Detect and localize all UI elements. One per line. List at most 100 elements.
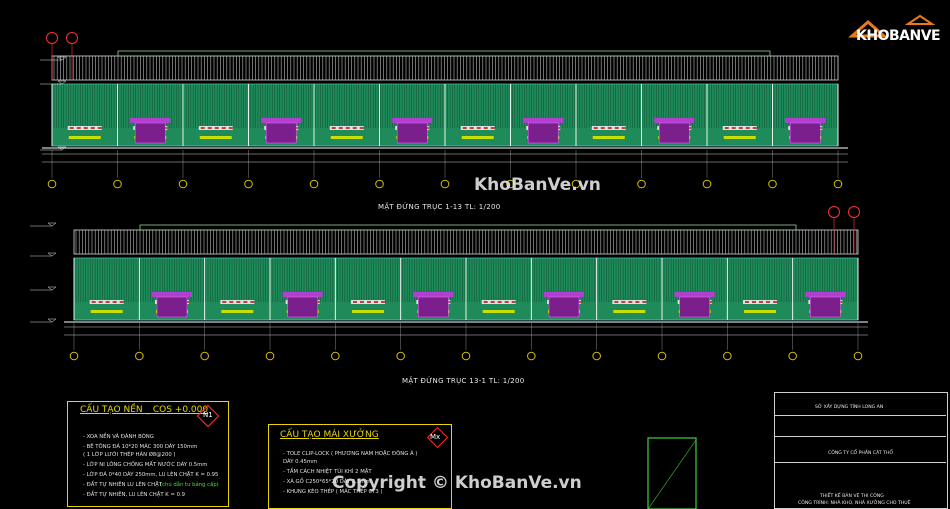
door-head xyxy=(413,292,454,297)
logo-text: KHOBANVE xyxy=(856,28,941,44)
axis-bubble xyxy=(331,351,340,361)
title-block-company: CÔNG TY CỔ PHẦN CÁT THỔ xyxy=(828,451,894,456)
axis-tag-icon xyxy=(46,32,58,44)
window-pane xyxy=(511,301,516,303)
roof-structure-title: CẤU TẠO MÁI XƯỞNG xyxy=(280,430,379,440)
window-pane xyxy=(724,127,729,129)
roof-monitor xyxy=(117,50,771,57)
axis-bubble xyxy=(461,351,471,361)
door-head xyxy=(785,118,826,123)
window-pane xyxy=(112,301,117,303)
window-pane xyxy=(97,127,102,129)
floor-note-2: - BÊ TÔNG ĐÁ 10*20 MÁC 300 DÀY 150mm xyxy=(83,444,198,450)
axis-bubble xyxy=(571,179,581,189)
roof-monitor xyxy=(139,224,797,231)
window-pane xyxy=(490,301,495,303)
window-pane xyxy=(83,127,88,129)
title-block-row xyxy=(774,436,946,463)
vent-strip xyxy=(461,136,494,139)
window-pane xyxy=(642,301,647,303)
window-pane xyxy=(214,127,219,129)
door-head xyxy=(544,292,584,297)
vent-strip xyxy=(744,310,776,313)
title-block-project: CÔNG TRÌNH: NHÀ KHO, NHÀ XƯỞNG CHO THUÊ xyxy=(798,501,911,506)
axis-bubble xyxy=(135,351,144,361)
window-pane xyxy=(483,301,488,303)
door-head xyxy=(282,292,323,297)
window-pane xyxy=(600,127,605,129)
window-pane xyxy=(614,301,619,303)
floor-note-3: ( 1 LỚP LƯỚI THÉP HÀN Ø8@200 ) xyxy=(83,452,176,458)
window-pane xyxy=(607,127,612,129)
vent-strip xyxy=(613,310,646,313)
axis-bubble xyxy=(788,351,797,361)
roller-door xyxy=(265,122,297,144)
roller-door xyxy=(810,296,841,318)
vent-strip xyxy=(592,136,625,139)
window-pane xyxy=(462,127,467,129)
roller-door xyxy=(679,296,710,318)
level-triangle-icon xyxy=(47,318,57,323)
level-triangle-icon xyxy=(47,286,57,291)
door-detail-diagonal xyxy=(647,439,697,509)
axis-bubble xyxy=(833,179,843,189)
window-pane xyxy=(359,127,364,129)
window-pane xyxy=(76,127,81,129)
vent-strip xyxy=(482,310,515,313)
door-head xyxy=(261,118,302,123)
window-pane xyxy=(228,127,233,129)
level-triangle-icon xyxy=(57,56,67,61)
window-pane xyxy=(628,301,633,303)
window-pane xyxy=(738,127,743,129)
axis-bubble xyxy=(527,351,536,361)
window-pane xyxy=(504,301,509,303)
window-pane xyxy=(222,301,227,303)
door-head xyxy=(654,118,695,123)
roof-outline xyxy=(51,55,839,81)
window-pane xyxy=(497,301,502,303)
door-head xyxy=(523,118,564,123)
vent-strip xyxy=(330,136,363,139)
door-head xyxy=(674,292,715,297)
axis-bubble xyxy=(637,179,646,189)
window-pane xyxy=(614,127,619,129)
roller-door xyxy=(527,122,559,144)
window-pane xyxy=(229,301,234,303)
level-triangle-icon xyxy=(57,80,67,85)
vent-strip xyxy=(221,310,254,313)
elevation-2-title: MẶT ĐỨNG TRỤC 13-1 TL: 1/200 xyxy=(402,377,525,385)
title-block-design: THIẾT KẾ BẢN VẼ THI CÔNG xyxy=(820,494,884,499)
window-pane xyxy=(69,127,74,129)
window-pane xyxy=(243,301,248,303)
window-pane xyxy=(353,301,357,303)
window-pane xyxy=(752,127,757,129)
window-pane xyxy=(105,301,110,303)
window-pane xyxy=(593,127,598,129)
elevation-13-1 xyxy=(64,224,868,361)
window-pane xyxy=(367,301,371,303)
axis-bubble xyxy=(375,179,384,189)
floor-note-7: - ĐẤT TỰ NHIÊN, LU LÈN CHẶT K = 0.9 xyxy=(83,492,186,498)
roller-door xyxy=(418,296,449,318)
door-head xyxy=(805,292,846,297)
door-head xyxy=(392,118,433,123)
window-pane xyxy=(490,127,495,129)
window-pane xyxy=(200,127,205,129)
window-pane xyxy=(621,127,626,129)
axis-bubble xyxy=(657,351,667,361)
floor-note-green: (chú dẫn tư bảng cấp) xyxy=(160,482,219,488)
window-pane xyxy=(338,127,343,129)
window-pane xyxy=(352,127,357,129)
window-pane xyxy=(374,301,378,303)
roof-outline xyxy=(73,229,859,255)
axis-tag-icon xyxy=(848,206,860,218)
window-pane xyxy=(635,301,640,303)
window-pane xyxy=(773,301,777,303)
level-triangle-icon xyxy=(47,252,57,257)
window-pane xyxy=(119,301,124,303)
door-head xyxy=(130,118,171,123)
axis-bubble xyxy=(723,351,732,361)
axis-bubble xyxy=(440,179,450,189)
window-pane xyxy=(90,127,95,129)
roof-note-4: - XÀ GỒ C250*65*20 DÀY 2.5mm xyxy=(283,479,371,485)
